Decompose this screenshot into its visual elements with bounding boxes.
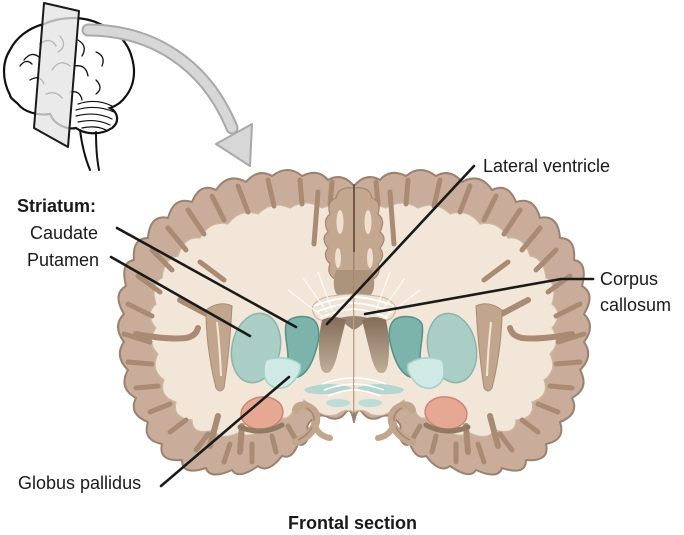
lateral-ventricle bbox=[318, 317, 346, 373]
label-globus-pallidus: Globus pallidus bbox=[18, 473, 142, 493]
frontal-section-illustration bbox=[117, 170, 590, 475]
lateral-ventricle-leader-line bbox=[325, 164, 476, 326]
label-caudate: Caudate bbox=[30, 223, 99, 243]
commissure-streaks bbox=[321, 377, 355, 397]
caption-frontal-section: Frontal section bbox=[288, 513, 418, 533]
globus-pallidus bbox=[263, 357, 302, 390]
amygdala bbox=[237, 396, 285, 434]
putamen-leader-line bbox=[109, 255, 252, 338]
sulci bbox=[121, 177, 335, 465]
caudate-leader-line bbox=[115, 226, 298, 329]
lateral-sulcus bbox=[133, 325, 201, 342]
right-hemisphere-mirror bbox=[354, 170, 590, 475]
label-lateral-ventricle: Lateral ventricle bbox=[483, 156, 611, 176]
temporal-hook bbox=[292, 401, 333, 446]
inset-brain-illustration bbox=[2, 2, 136, 171]
cerebellum-striations bbox=[75, 100, 115, 131]
curved-arrow bbox=[81, 23, 253, 167]
fiber-streaks bbox=[287, 271, 333, 317]
sectional-plane bbox=[33, 2, 80, 148]
insula-wedge bbox=[205, 303, 233, 392]
globus-pallidus-leader-line bbox=[159, 375, 291, 488]
brainstem bbox=[79, 129, 100, 171]
label-putamen: Putamen bbox=[27, 250, 100, 270]
corpus-callosum-leader-line bbox=[363, 277, 595, 316]
label-corpus-callosum: Corpus callosum bbox=[600, 269, 672, 315]
label-striatum-heading: Striatum: bbox=[17, 196, 97, 216]
